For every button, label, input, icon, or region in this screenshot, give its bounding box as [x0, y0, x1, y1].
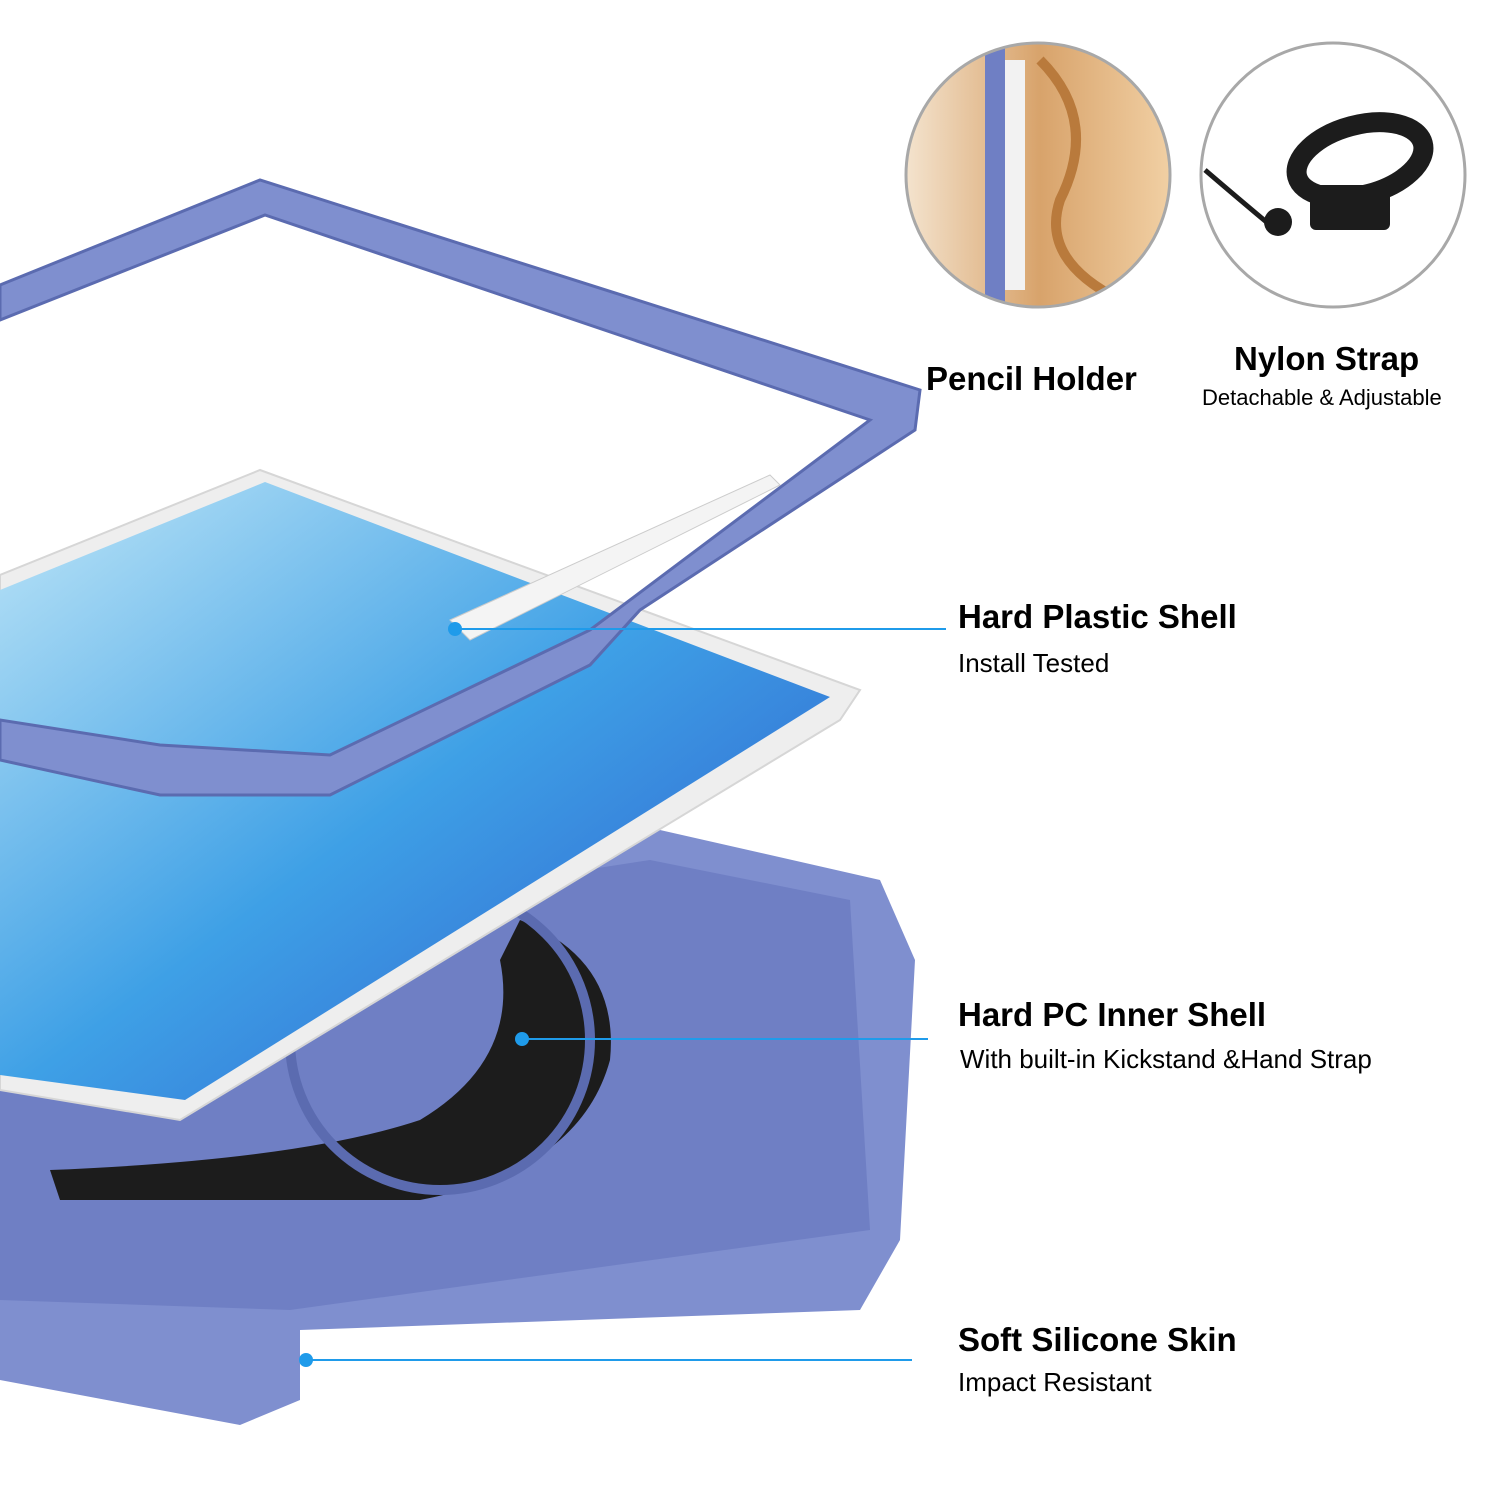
soft-silicone-skin-label: Soft Silicone Skin	[958, 1321, 1237, 1358]
soft-silicone-skin-subtitle: Impact Resistant	[958, 1367, 1152, 1397]
nylon-strap-label: Nylon Strap	[1234, 340, 1420, 377]
hard-pc-inner-shell-subtitle: With built-in Kickstand &Hand Strap	[960, 1044, 1372, 1074]
callout-lines	[299, 622, 946, 1367]
pencil-holder-inset	[904, 41, 1172, 309]
tablet-screen	[0, 482, 830, 1100]
pencil	[449, 474, 781, 641]
hard-pc-inner-shell-label: Hard PC Inner Shell	[958, 996, 1267, 1033]
hand-strap	[50, 920, 611, 1200]
hard-plastic-shell-label: Hard Plastic Shell	[958, 598, 1237, 635]
pencil-holder-label: Pencil Holder	[926, 360, 1137, 397]
hard-plastic-shell-subtitle: Install Tested	[958, 648, 1110, 678]
hard-plastic-shell	[0, 178, 922, 797]
nylon-strap-inset	[1199, 41, 1467, 309]
nylon-strap-subtitle: Detachable & Adjustable	[1202, 385, 1442, 410]
